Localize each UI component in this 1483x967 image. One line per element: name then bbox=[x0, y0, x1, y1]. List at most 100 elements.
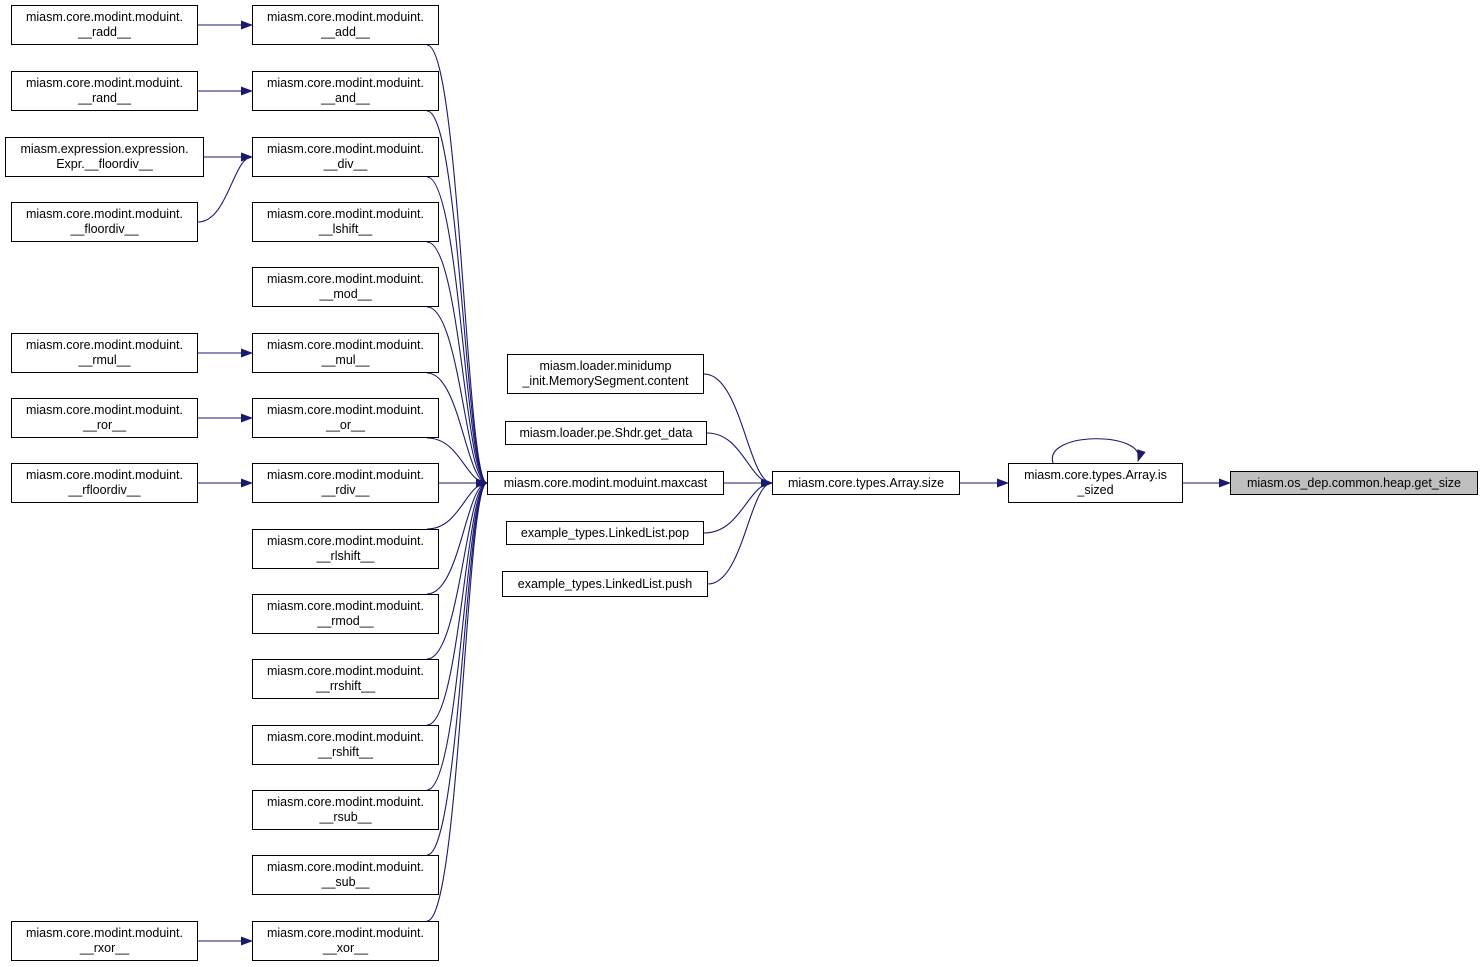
graph-node-size[interactable]: miasm.core.types.Array.size bbox=[772, 471, 960, 495]
graph-node-mul[interactable]: miasm.core.modint.moduint.__mul__ bbox=[252, 333, 439, 373]
edge-rsub-to-maxcast bbox=[426, 478, 488, 791]
graph-node-label: example_types.LinkedList.pop bbox=[520, 525, 690, 540]
graph-node-xor[interactable]: miasm.core.modint.moduint.__xor__ bbox=[252, 921, 439, 961]
graph-node-rdiv[interactable]: miasm.core.modint.moduint.__rdiv__ bbox=[252, 463, 439, 503]
graph-node-label: miasm.core.modint.moduint. bbox=[266, 338, 424, 352]
graph-node-label: miasm.core.modint.moduint. bbox=[266, 207, 424, 221]
graph-node-label: miasm.core.modint.moduint. bbox=[266, 730, 424, 744]
graph-node-rsub[interactable]: miasm.core.modint.moduint.__rsub__ bbox=[252, 790, 439, 830]
graph-node-is-sized[interactable]: miasm.core.types.Array.is_sized bbox=[1008, 463, 1183, 503]
graph-node-rmul[interactable]: miasm.core.modint.moduint.__rmul__ bbox=[11, 333, 198, 373]
graph-node-label: miasm.core.modint.moduint. bbox=[266, 664, 424, 678]
graph-node-rxor[interactable]: miasm.core.modint.moduint.__rxor__ bbox=[11, 921, 198, 961]
graph-node-label: __rdiv__ bbox=[321, 483, 370, 497]
graph-node-lshift[interactable]: miasm.core.modint.moduint.__lshift__ bbox=[252, 202, 439, 242]
graph-node-label: __sub__ bbox=[321, 875, 370, 889]
edge-is_sized-to-is_sized bbox=[1051, 438, 1146, 464]
graph-node-label: __mod__ bbox=[319, 287, 372, 301]
graph-node-label: miasm.core.modint.moduint. bbox=[266, 10, 424, 24]
graph-node-label: miasm.core.types.Array.size bbox=[787, 475, 945, 490]
graph-node-label: miasm.core.types.Array.is bbox=[1024, 468, 1167, 482]
edge-sub-to-maxcast bbox=[426, 478, 488, 856]
graph-node-rfloordiv[interactable]: miasm.core.modint.moduint.__rfloordiv__ bbox=[11, 463, 198, 503]
graph-node-rrshift[interactable]: miasm.core.modint.moduint.__rrshift__ bbox=[252, 659, 439, 699]
graph-node-label: __lshift__ bbox=[318, 222, 373, 236]
graph-node-label: _sized bbox=[1077, 483, 1114, 497]
edge-floordiv-to-div bbox=[197, 152, 253, 223]
graph-node-mod[interactable]: miasm.core.modint.moduint.__mod__ bbox=[252, 267, 439, 307]
edge-mod-to-maxcast bbox=[426, 306, 488, 488]
graph-node-label: __rfloordiv__ bbox=[68, 483, 141, 497]
graph-node-get-data[interactable]: miasm.loader.pe.Shdr.get_data bbox=[505, 421, 707, 445]
graph-node-get-size[interactable]: miasm.os_dep.common.heap.get_size bbox=[1230, 471, 1478, 495]
graph-node-label: __rmod__ bbox=[317, 614, 374, 628]
graph-node-label: __rxor__ bbox=[79, 941, 130, 955]
graph-node-label: __rsub__ bbox=[319, 810, 372, 824]
graph-node-label: miasm.core.modint.moduint. bbox=[266, 468, 424, 482]
graph-node-pop[interactable]: example_types.LinkedList.pop bbox=[506, 521, 704, 545]
graph-node-label: __and__ bbox=[321, 91, 370, 105]
graph-node-ror[interactable]: miasm.core.modint.moduint.__ror__ bbox=[11, 398, 198, 438]
graph-node-label: _init.MemorySegment.content bbox=[522, 374, 689, 388]
graph-node-label: miasm.core.modint.moduint. bbox=[266, 926, 424, 940]
graph-node-label: miasm.core.modint.moduint. bbox=[266, 403, 424, 417]
graph-node-label: __xor__ bbox=[322, 941, 369, 955]
graph-node-div[interactable]: miasm.core.modint.moduint.__div__ bbox=[252, 137, 439, 177]
graph-node-rand[interactable]: miasm.core.modint.moduint.__rand__ bbox=[11, 71, 198, 111]
graph-node-rmod[interactable]: miasm.core.modint.moduint.__rmod__ bbox=[252, 594, 439, 634]
edge-push-to-size bbox=[707, 478, 773, 585]
graph-node-label: __mul__ bbox=[321, 353, 370, 367]
graph-node-label: __rlshift__ bbox=[316, 549, 375, 563]
graph-node-add[interactable]: miasm.core.modint.moduint.__add__ bbox=[252, 5, 439, 45]
graph-node-label: miasm.core.modint.moduint. bbox=[266, 272, 424, 286]
graph-node-label: miasm.core.modint.moduint. bbox=[266, 599, 424, 613]
graph-node-label: __add__ bbox=[321, 25, 370, 39]
graph-node-label: miasm.core.modint.moduint. bbox=[266, 795, 424, 809]
graph-node-label: miasm.core.modint.moduint. bbox=[266, 142, 424, 156]
graph-node-rshift[interactable]: miasm.core.modint.moduint.__rshift__ bbox=[252, 725, 439, 765]
graph-node-label: __rmul__ bbox=[78, 353, 131, 367]
graph-node-label: miasm.loader.pe.Shdr.get_data bbox=[519, 425, 693, 440]
edge-content-to-size bbox=[703, 373, 773, 488]
graph-node-expr-floordiv[interactable]: miasm.expression.expression.Expr.__floor… bbox=[5, 137, 204, 177]
graph-node-label: __radd__ bbox=[78, 25, 131, 39]
graph-node-label: miasm.core.modint.moduint. bbox=[25, 76, 183, 90]
graph-node-label: miasm.core.modint.moduint. bbox=[25, 338, 183, 352]
graph-node-rlshift[interactable]: miasm.core.modint.moduint.__rlshift__ bbox=[252, 529, 439, 569]
graph-node-label: miasm.core.modint.moduint. bbox=[25, 926, 183, 940]
edge-rshift-to-maxcast bbox=[426, 478, 488, 726]
graph-node-label: __rshift__ bbox=[318, 745, 373, 759]
graph-node-or[interactable]: miasm.core.modint.moduint.__or__ bbox=[252, 398, 439, 438]
edge-lshift-to-maxcast bbox=[426, 241, 488, 488]
graph-node-radd[interactable]: miasm.core.modint.moduint.__radd__ bbox=[11, 5, 198, 45]
graph-node-label: __or__ bbox=[326, 418, 365, 432]
graph-node-label: miasm.core.modint.moduint.maxcast bbox=[503, 475, 708, 490]
edge-and-to-maxcast bbox=[426, 110, 488, 488]
graph-node-label: example_types.LinkedList.push bbox=[517, 576, 693, 591]
graph-node-content[interactable]: miasm.loader.minidump_init.MemorySegment… bbox=[507, 354, 704, 394]
graph-node-floordiv[interactable]: miasm.core.modint.moduint.__floordiv__ bbox=[11, 202, 198, 242]
graph-node-and[interactable]: miasm.core.modint.moduint.__and__ bbox=[252, 71, 439, 111]
graph-node-label: miasm.core.modint.moduint. bbox=[266, 860, 424, 874]
graph-node-label: miasm.expression.expression. bbox=[20, 142, 189, 156]
graph-node-label: miasm.core.modint.moduint. bbox=[266, 534, 424, 548]
graph-node-label: miasm.core.modint.moduint. bbox=[25, 10, 183, 24]
graph-node-label: miasm.os_dep.common.heap.get_size bbox=[1246, 475, 1461, 490]
edge-xor-to-maxcast bbox=[426, 478, 488, 922]
graph-node-label: __rand__ bbox=[78, 91, 131, 105]
edge-add-to-maxcast bbox=[426, 44, 488, 488]
graph-node-label: Expr.__floordiv__ bbox=[56, 157, 153, 171]
graph-node-sub[interactable]: miasm.core.modint.moduint.__sub__ bbox=[252, 855, 439, 895]
graph-node-label: __div__ bbox=[323, 157, 368, 171]
edge-rrshift-to-maxcast bbox=[426, 478, 488, 660]
graph-node-label: miasm.core.modint.moduint. bbox=[25, 403, 183, 417]
graph-node-label: miasm.loader.minidump bbox=[539, 359, 672, 373]
graph-node-label: __rrshift__ bbox=[315, 679, 376, 693]
graph-node-maxcast[interactable]: miasm.core.modint.moduint.maxcast bbox=[487, 471, 724, 495]
graph-node-push[interactable]: example_types.LinkedList.push bbox=[502, 571, 708, 597]
graph-node-label: miasm.core.modint.moduint. bbox=[266, 76, 424, 90]
edge-div-to-maxcast bbox=[426, 176, 488, 488]
graph-node-label: miasm.core.modint.moduint. bbox=[25, 207, 183, 221]
